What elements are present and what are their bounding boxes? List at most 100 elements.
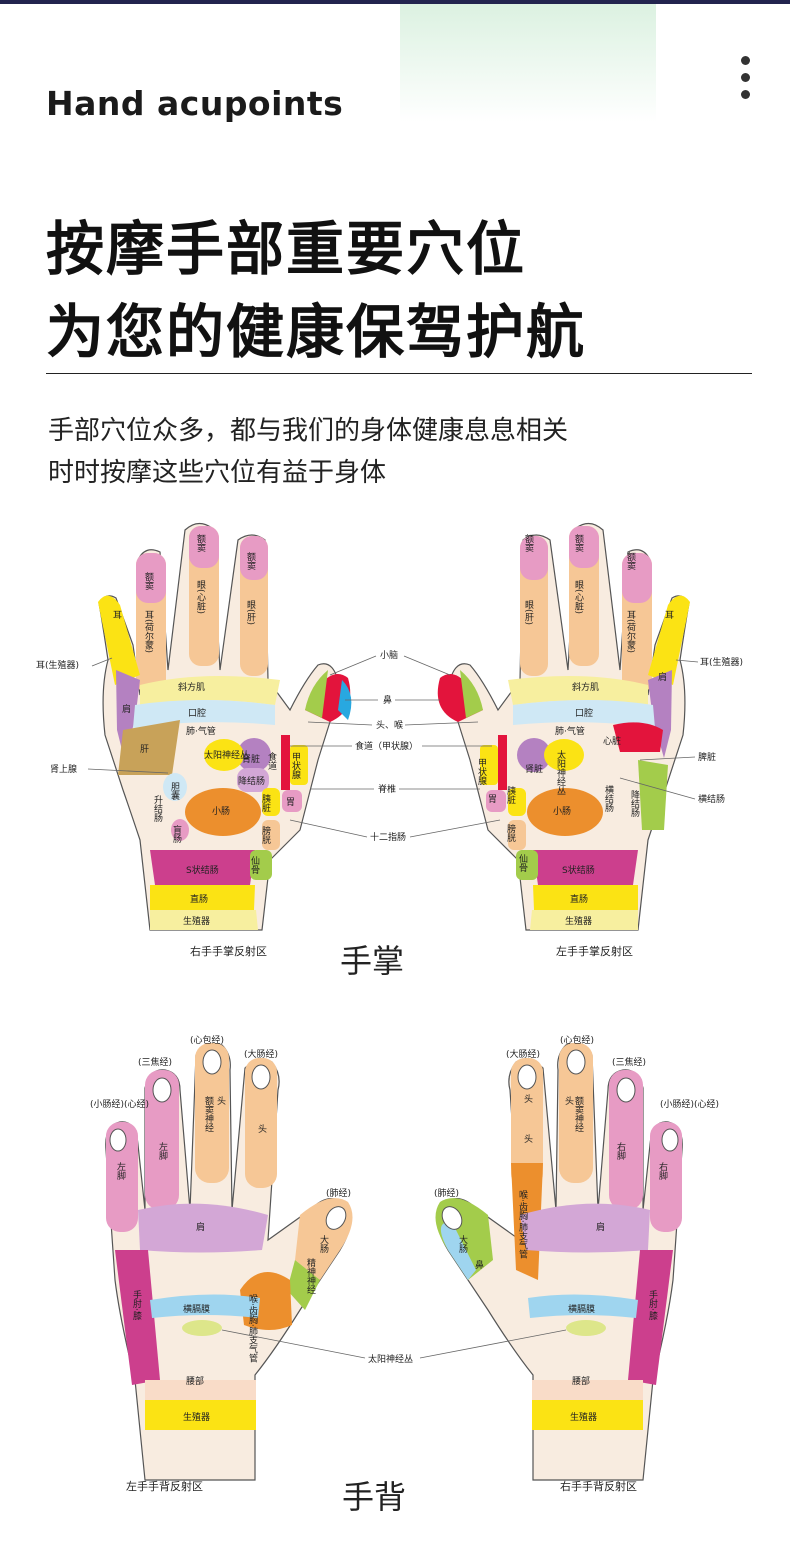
svg-text:手肘·膝: 手肘·膝 (647, 1289, 658, 1321)
svg-text:腰部: 腰部 (572, 1375, 590, 1387)
headline-line-1: 按摩手部重要穴位 (46, 215, 527, 283)
svg-text:大肠: 大肠 (318, 1234, 329, 1254)
svg-text:食道（甲状腺）: 食道（甲状腺） (355, 740, 418, 752)
palm-callouts: 小脑 鼻 头、喉 食道（甲状腺） 脊椎 十二指肠 (355, 649, 418, 843)
svg-text:降结肠: 降结肠 (238, 775, 265, 787)
svg-text:(心包经): (心包经) (560, 1034, 594, 1046)
right-back-caption: 右手手背反射区 (560, 1479, 637, 1493)
svg-text:食道: 食道 (266, 751, 277, 771)
svg-text:头: 头 (215, 1096, 226, 1106)
svg-text:(三焦经): (三焦经) (612, 1056, 646, 1068)
svg-text:喉·齿胸·肺支气管: 喉·齿胸·肺支气管 (247, 1293, 258, 1363)
svg-text:(大肠经): (大肠经) (506, 1048, 540, 1060)
svg-text:耳(荷尔蒙): 耳(荷尔蒙) (625, 610, 636, 653)
palm-callout-lines (289, 655, 501, 838)
header-glow (400, 4, 656, 122)
svg-text:太阳神经丛: 太阳神经丛 (204, 749, 249, 761)
svg-text:甲状腺: 甲状腺 (476, 758, 487, 786)
svg-text:(肺经): (肺经) (326, 1187, 351, 1199)
svg-text:(小肠经)(心经): (小肠经)(心经) (660, 1098, 719, 1110)
svg-text:眼(肝): 眼(肝) (523, 600, 534, 625)
top-accent-bar (0, 0, 790, 4)
svg-text:头: 头 (524, 1094, 533, 1105)
svg-text:直肠: 直肠 (190, 893, 208, 905)
back-section-title: 手背 (342, 1478, 406, 1516)
svg-text:额窦神经: 额窦神经 (573, 1095, 584, 1132)
svg-text:口腔: 口腔 (575, 707, 593, 719)
svg-text:眼(心脏): 眼(心脏) (195, 580, 206, 614)
svg-text:(小肠经)(心经): (小肠经)(心经) (90, 1098, 149, 1110)
svg-text:膀胱: 膀胱 (260, 825, 271, 845)
svg-text:额窦: 额窦 (195, 533, 206, 553)
svg-text:肾上腺: 肾上腺 (50, 763, 77, 775)
svg-text:大肠: 大肠 (457, 1234, 468, 1254)
svg-text:横膈膜: 横膈膜 (568, 1303, 595, 1315)
svg-text:耳: 耳 (665, 610, 674, 621)
svg-text:耳(生殖器): 耳(生殖器) (36, 659, 79, 671)
svg-text:肝: 肝 (140, 744, 149, 755)
svg-text:肾脏: 肾脏 (525, 763, 543, 775)
svg-text:(肺经): (肺经) (434, 1187, 459, 1199)
svg-text:生殖器: 生殖器 (183, 915, 210, 927)
svg-text:胃: 胃 (286, 797, 295, 808)
svg-text:脊椎: 脊椎 (378, 783, 396, 795)
svg-text:鼻: 鼻 (383, 694, 392, 706)
svg-text:鼻: 鼻 (473, 1259, 484, 1270)
right-palm-caption: 右手手掌反射区 (190, 944, 267, 958)
svg-text:耳: 耳 (113, 610, 122, 621)
svg-text:额窦: 额窦 (625, 551, 636, 571)
svg-text:直肠: 直肠 (570, 893, 588, 905)
svg-text:肩: 肩 (122, 703, 131, 715)
svg-text:膀胱: 膀胱 (505, 823, 516, 843)
svg-text:额窦神经: 额窦神经 (203, 1095, 214, 1132)
svg-text:横结肠: 横结肠 (698, 793, 725, 805)
svg-text:耳(生殖器): 耳(生殖器) (700, 656, 743, 668)
svg-text:肩: 肩 (658, 671, 667, 683)
svg-text:S状结肠: S状结肠 (186, 864, 219, 876)
svg-text:肺·气管: 肺·气管 (186, 725, 216, 737)
svg-text:小肠: 小肠 (212, 806, 230, 817)
svg-text:左脚: 左脚 (115, 1161, 126, 1181)
svg-text:肩: 肩 (596, 1221, 605, 1233)
svg-text:右脚: 右脚 (657, 1161, 668, 1181)
svg-text:生殖器: 生殖器 (183, 1411, 210, 1423)
svg-text:升结肠: 升结肠 (152, 795, 163, 823)
left-palm-caption: 左手手掌反射区 (556, 944, 633, 958)
svg-text:小肠: 小肠 (553, 806, 571, 817)
left-back-labels: (小肠经)(心经) (三焦经) (心包经) (大肠经) (肺经) 左脚 左脚 额… (90, 1034, 351, 1423)
svg-text:甲状腺: 甲状腺 (290, 752, 301, 780)
right-back-diagram (435, 1043, 683, 1481)
right-back-labels: (小肠经)(心经) (三焦经) (心包经) (大肠经) (肺经) 右脚 右脚 额… (434, 1034, 719, 1423)
svg-text:心脏: 心脏 (603, 735, 621, 747)
svg-text:(三焦经): (三焦经) (138, 1056, 172, 1068)
left-back-diagram (105, 1043, 353, 1481)
svg-text:仙骨: 仙骨 (249, 855, 260, 874)
intro-line-2: 时时按摩这些穴位有益于身体 (48, 458, 387, 488)
left-palm-diagram (437, 522, 690, 931)
svg-text:仙骨: 仙骨 (517, 853, 528, 872)
svg-text:喉·齿胸·肺支气管: 喉·齿胸·肺支气管 (517, 1189, 528, 1259)
svg-text:生殖器: 生殖器 (570, 1411, 597, 1423)
svg-text:额窦: 额窦 (245, 551, 256, 571)
left-palm-labels: 耳 额窦 额窦 额窦 眼(肝) 眼(心脏) 耳(荷尔蒙) 肩 斜方肌 口腔 肺·… (476, 533, 743, 927)
svg-text:头: 头 (563, 1096, 574, 1106)
svg-text:头: 头 (258, 1124, 267, 1135)
svg-text:眼(心脏): 眼(心脏) (573, 580, 584, 614)
svg-text:胰脏: 胰脏 (260, 793, 271, 813)
svg-text:斜方肌: 斜方肌 (178, 681, 205, 693)
svg-text:肺·气管: 肺·气管 (555, 725, 585, 737)
solar-plexus-callout: 太阳神经丛 (368, 1353, 413, 1365)
right-palm-diagram (98, 522, 352, 931)
page-brand: Hand acupoints (46, 84, 344, 123)
svg-text:肩: 肩 (196, 1221, 205, 1233)
svg-text:(心包经): (心包经) (190, 1034, 224, 1046)
svg-text:腰部: 腰部 (186, 1375, 204, 1387)
svg-text:生殖器: 生殖器 (565, 915, 592, 927)
svg-text:(大肠经): (大肠经) (244, 1048, 278, 1060)
more-menu-icon[interactable] (736, 56, 756, 100)
svg-text:手肘·膝: 手肘·膝 (131, 1289, 142, 1321)
acupoint-diagram: 耳 额窦 额窦 额窦 眼(心脏) 眼(肝) 耳(荷尔蒙) 肩 斜方肌 口腔 肺·… (36, 522, 743, 1516)
svg-text:胃: 胃 (488, 794, 497, 805)
svg-text:降结肠: 降结肠 (629, 789, 640, 818)
palm-section-title: 手掌 (340, 942, 404, 980)
